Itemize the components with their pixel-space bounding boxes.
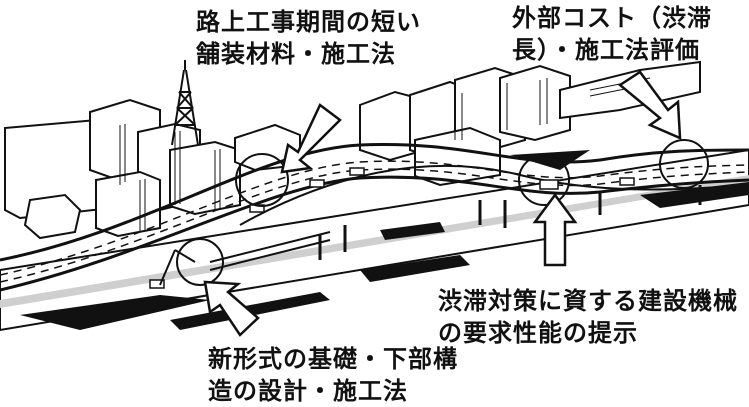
buildings-right — [359, 60, 701, 187]
callout-construction-machinery: 渋滞対策に資する建設機械 の要求性能の提示 — [438, 285, 738, 349]
callout-paving-line1: 路上工事期間の短い — [196, 8, 421, 36]
callout-foundation-line1: 新形式の基礎・下部構 — [208, 345, 458, 373]
callout-foundation-line2: 造の設計・施工法 — [208, 377, 408, 405]
callout-machinery-line1: 渋滞対策に資する建設機械 — [438, 287, 738, 315]
arrow-bottom-left — [203, 280, 260, 337]
construction-fence — [209, 231, 331, 271]
vehicles — [149, 167, 635, 289]
bridge-piers — [318, 185, 702, 260]
callout-machinery-line2: の要求性能の提示 — [438, 319, 638, 347]
radio-tower — [171, 60, 199, 146]
building-hatching — [119, 124, 221, 232]
callout-external-cost-line1: 外部コスト（渋滞 — [512, 4, 712, 32]
callout-paving-line2: 舗装材料・施工法 — [196, 40, 396, 68]
callout-external-cost-line2: 長）・施工法評価 — [512, 36, 700, 64]
arrow-mid-right — [532, 192, 578, 267]
callout-paving-materials: 路上工事期間の短い 舗装材料・施工法 — [196, 6, 421, 70]
callout-foundation-design: 新形式の基礎・下部構 造の設計・施工法 — [208, 343, 458, 407]
arrow-top-right — [617, 70, 682, 140]
callout-external-cost: 外部コスト（渋滞 長）・施工法評価 — [512, 2, 712, 66]
callout-arrows — [203, 70, 682, 337]
arrow-top-left — [280, 103, 342, 174]
focus-circles — [176, 139, 709, 286]
